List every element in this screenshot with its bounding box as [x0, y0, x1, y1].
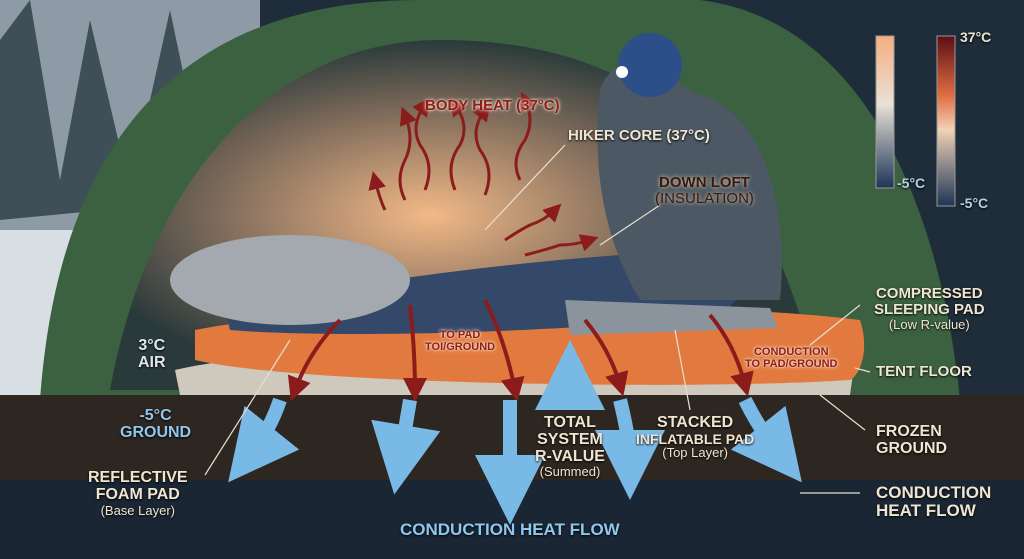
total-2: SYSTEM — [537, 430, 603, 448]
compressed-sub: (Low R-value) — [888, 316, 970, 332]
to-pad-2: TOI/GROUND — [425, 340, 496, 353]
down-loft-sub: (INSULATION) — [655, 189, 754, 207]
leader-lines — [204, 144, 871, 494]
hiker-core-label: HIKER CORE (37°C) — [568, 127, 710, 144]
down-loft-title: DOWN LOFT — [659, 174, 750, 191]
ground-temp: -5°C — [139, 407, 172, 424]
conduction-right-1: CONDUCTION — [876, 483, 992, 502]
hiker — [597, 57, 782, 300]
body-heat-label: BODY HEAT (37°C) — [425, 97, 560, 114]
total-sub: (Summed) — [539, 464, 601, 480]
compressed-1: COMPRESSED — [875, 285, 983, 302]
foam-1: REFLECTIVE — [88, 469, 188, 486]
stacked-2: INFLATABLE PAD — [636, 430, 755, 447]
stuff-sack — [170, 235, 410, 325]
conduction-heat-flow-label: CONDUCTION HEAT FLOW — [400, 520, 620, 539]
body-heat-arrows — [368, 91, 599, 257]
scale-right-max: 37°C — [960, 29, 992, 45]
tent-floor-label: TENT FLOOR — [876, 363, 972, 380]
compressed-2: SLEEPING PAD — [874, 300, 985, 318]
conduction-arrows-blue — [228, 340, 802, 525]
air-word: AIR — [138, 353, 166, 371]
scale-left-min: -5°C — [897, 175, 926, 191]
temperature-scale-left — [875, 35, 895, 189]
total-1: TOTAL — [544, 414, 596, 431]
scale-right-min: -5°C — [960, 195, 989, 211]
down-loft-label: DOWN LOFT(INSULATION) — [655, 175, 754, 207]
frozen-2: GROUND — [876, 439, 948, 457]
to-pad-1: TO PAD — [439, 329, 481, 341]
temperature-scale-right — [936, 35, 956, 207]
foam-sub: (Base Layer) — [100, 502, 175, 518]
stacked-1: STACKED — [657, 414, 734, 431]
stacked-sub: (Top Layer) — [662, 445, 728, 461]
ground-word: GROUND — [120, 423, 192, 441]
frozen-1: FROZEN — [876, 423, 942, 440]
total-3: R-VALUE — [535, 447, 605, 465]
conduction-arrows-red — [287, 299, 754, 402]
foam-2: FOAM PAD — [95, 485, 180, 503]
air-temp: 3°C — [138, 337, 166, 354]
conduction-pad-2: TO PAD/GROUND — [745, 357, 838, 370]
conduction-right-2: HEAT FLOW — [876, 500, 976, 520]
conduction-pad-1: CONDUCTION — [753, 346, 829, 358]
